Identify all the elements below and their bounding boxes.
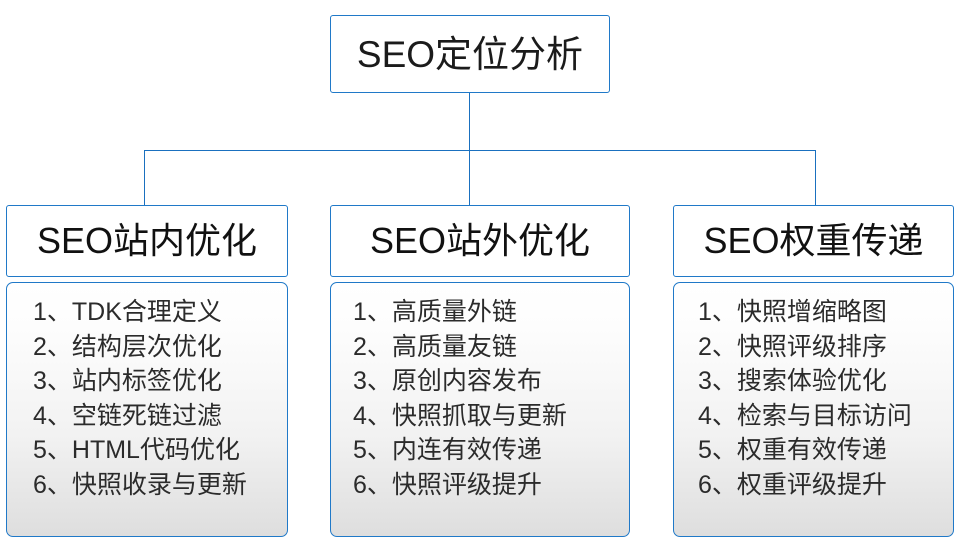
list-item: 6、快照收录与更新 xyxy=(33,470,247,499)
branch-header-2[interactable]: SEO站外优化 xyxy=(330,205,630,277)
list-item: 3、搜索体验优化 xyxy=(698,367,887,395)
branch-list-1: 1、TDK合理定义 2、结构层次优化 3、站内标签优化 4、空链死链过滤 5、H… xyxy=(6,282,288,537)
list-item: 5、权重有效传递 xyxy=(698,436,887,464)
connector-drop-branch-3 xyxy=(815,150,817,206)
connector-drop-branch-2 xyxy=(469,150,471,206)
list-item: 3、原创内容发布 xyxy=(353,367,542,395)
branch-list-3: 1、快照增缩略图 2、快照评级排序 3、搜索体验优化 4、检索与目标访问 5、权… xyxy=(673,282,954,537)
connector-trunk-vertical xyxy=(469,93,471,151)
list-item: 4、空链死链过滤 xyxy=(33,401,222,430)
list-item: 4、检索与目标访问 xyxy=(698,401,912,430)
branch-list-2: 1、高质量外链 2、高质量友链 3、原创内容发布 4、快照抓取与更新 5、内连有… xyxy=(330,282,630,537)
root-node-label: SEO定位分析 xyxy=(356,33,584,75)
connector-horizontal-bar xyxy=(144,150,816,152)
list-item: 2、快照评级排序 xyxy=(698,332,887,361)
branch-column-2: SEO站外优化 1、高质量外链 2、高质量友链 3、原创内容发布 4、快照抓取与… xyxy=(330,205,630,537)
root-node[interactable]: SEO定位分析 xyxy=(330,15,610,93)
list-item: 5、内连有效传递 xyxy=(353,436,542,464)
branch-header-1-label: SEO站内优化 xyxy=(36,220,258,261)
branch-header-3[interactable]: SEO权重传递 xyxy=(673,205,954,277)
list-item: 3、站内标签优化 xyxy=(33,367,222,395)
branch-header-1[interactable]: SEO站内优化 xyxy=(6,205,288,277)
branch-column-1: SEO站内优化 1、TDK合理定义 2、结构层次优化 3、站内标签优化 4、空链… xyxy=(6,205,288,537)
list-item: 6、快照评级提升 xyxy=(353,470,542,499)
list-item: 1、高质量外链 xyxy=(353,298,517,326)
list-item: 4、快照抓取与更新 xyxy=(353,401,567,430)
list-item: 1、快照增缩略图 xyxy=(698,298,887,326)
list-item: 1、TDK合理定义 xyxy=(33,298,222,326)
list-item: 6、权重评级提升 xyxy=(698,470,887,499)
list-item: 2、高质量友链 xyxy=(353,332,517,361)
branch-header-3-label: SEO权重传递 xyxy=(703,220,924,261)
connector-drop-branch-1 xyxy=(144,150,146,206)
branch-header-2-label: SEO站外优化 xyxy=(369,220,591,261)
branch-column-3: SEO权重传递 1、快照增缩略图 2、快照评级排序 3、搜索体验优化 4、检索与… xyxy=(673,205,954,537)
list-item: 5、HTML代码优化 xyxy=(33,436,240,464)
list-item: 2、结构层次优化 xyxy=(33,332,222,361)
